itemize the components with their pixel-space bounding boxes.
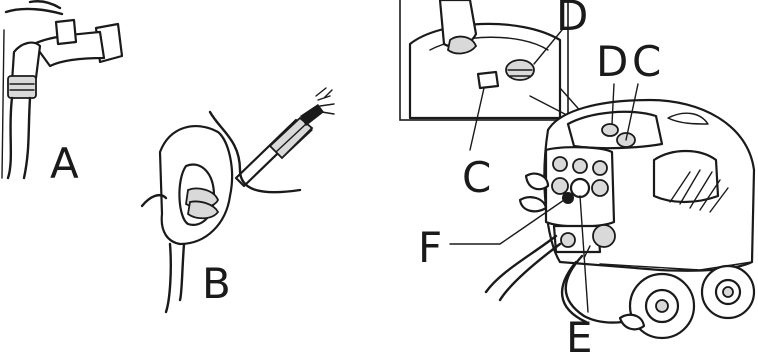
handle-illustration bbox=[142, 88, 334, 312]
label-machine-e: E bbox=[566, 313, 593, 357]
label-machine-f: F bbox=[418, 223, 442, 272]
label-a: A bbox=[50, 139, 79, 188]
label-machine-d: D bbox=[596, 37, 628, 86]
label-machine-c: C bbox=[632, 37, 661, 86]
label-inset-d: D bbox=[556, 0, 588, 40]
inset-detail bbox=[400, 0, 568, 150]
label-b: B bbox=[202, 259, 231, 308]
label-inset-c: C bbox=[462, 153, 491, 202]
machine-illustration bbox=[486, 100, 754, 338]
